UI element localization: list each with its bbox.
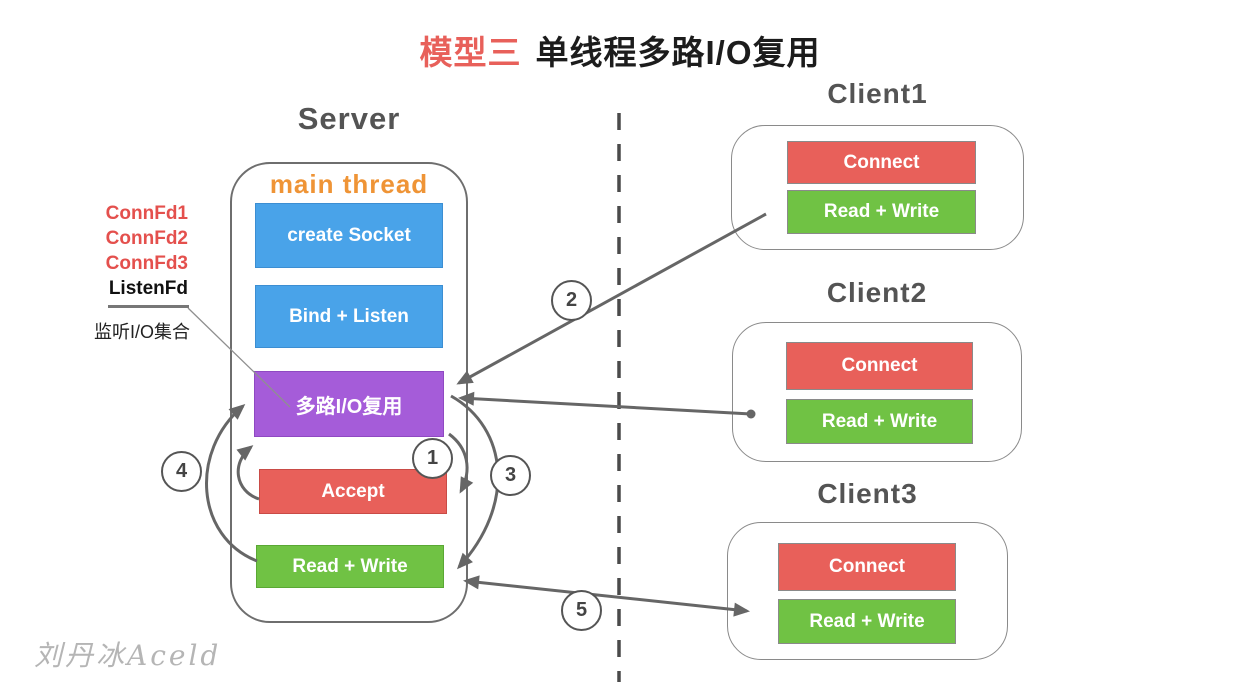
client3-connect-box: Connect [778,543,956,591]
arrow-step5-readwrite-client3 [463,575,750,617]
accept-box: Accept [259,469,447,514]
conn-fd-labels: ConnFd1 ConnFd2 ConnFd3 [58,201,188,276]
client2-read-write-box: Read + Write [786,399,973,444]
create-socket-box: create Socket [255,203,443,268]
listen-fd-label: ListenFd [108,278,188,299]
client1-connect-box: Connect [787,141,976,184]
conn-fd1-label: ConnFd1 [105,203,188,224]
main-thread-label: main thread [269,169,429,199]
client3-card: Connect Read + Write [727,522,1008,660]
conn-fd2-label: ConnFd2 [105,228,188,249]
title-model-label: 模型三 [419,34,522,71]
client3-heading: Client3 [817,478,918,509]
arrow-step2-client1-to-multiplex [456,212,767,385]
server-read-write-box: Read + Write [256,545,444,588]
step-badge-4: 4 [161,451,202,492]
title-text: 单线程多路I/O复用 [535,34,821,71]
page-title: 模型三单线程多路I/O复用 [0,26,1240,74]
client2-card: Connect Read + Write [732,322,1022,462]
arrow-client2-to-multiplex [458,391,752,416]
io-multiplex-box: 多路I/O复用 [254,371,444,437]
bind-listen-box: Bind + Listen [255,285,443,348]
step-badge-2: 2 [551,280,592,321]
conn-fd3-label: ConnFd3 [105,253,188,274]
client1-read-write-box: Read + Write [787,190,976,234]
step-badge-3: 3 [490,455,531,496]
client2-connect-box: Connect [786,342,973,390]
client1-card: Connect Read + Write [731,125,1024,250]
listen-io-set-label: 监听I/O集合 [93,322,190,342]
client1-heading: Client1 [827,78,928,109]
client3-read-write-box: Read + Write [778,599,956,644]
fd-divider-line [108,305,189,308]
step-badge-1: 1 [412,438,453,479]
client2-heading: Client2 [826,277,928,308]
server-heading: Server [297,101,401,136]
watermark: 刘丹冰Aceld [34,639,222,672]
step-badge-5: 5 [561,590,602,631]
